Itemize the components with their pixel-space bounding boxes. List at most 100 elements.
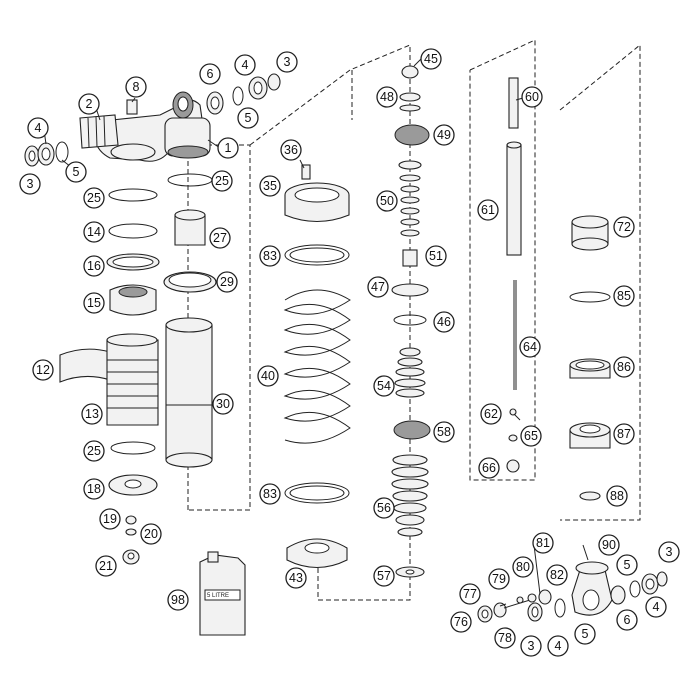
svg-text:5: 5 (624, 558, 631, 572)
callout-90: 90 (598, 534, 620, 556)
oil-can-label: 5 LITRE (207, 593, 229, 599)
svg-text:8: 8 (133, 80, 140, 94)
svg-text:5: 5 (582, 627, 589, 641)
callout-66: 66 (478, 457, 500, 479)
callout-3: 3 (658, 541, 680, 563)
svg-text:45: 45 (424, 52, 438, 66)
svg-text:15: 15 (87, 296, 101, 310)
svg-text:65: 65 (524, 429, 538, 443)
callout-13: 13 (81, 403, 103, 425)
svg-text:58: 58 (437, 425, 451, 439)
callout-27: 27 (209, 227, 231, 249)
svg-text:29: 29 (220, 275, 234, 289)
svg-text:5: 5 (245, 111, 252, 125)
callout-72: 72 (613, 216, 635, 238)
callout-60: 60 (521, 86, 543, 108)
svg-text:66: 66 (482, 461, 496, 475)
svg-text:35: 35 (263, 179, 277, 193)
valve-stack-column (391, 65, 431, 578)
svg-text:60: 60 (525, 90, 539, 104)
callout-50: 50 (376, 190, 398, 212)
callout-65: 65 (520, 425, 542, 447)
callout-16: 16 (83, 255, 105, 277)
svg-text:3: 3 (666, 545, 673, 559)
callout-2: 2 (78, 93, 100, 115)
callout-80: 80 (512, 556, 534, 578)
assembly-boundaries (187, 39, 641, 601)
callout-46: 46 (433, 311, 455, 333)
svg-text:3: 3 (27, 177, 34, 191)
callout-5: 5 (237, 107, 259, 129)
svg-text:25: 25 (87, 191, 101, 205)
left-seal-stack (24, 141, 69, 167)
callout-49: 49 (433, 124, 455, 146)
svg-text:27: 27 (213, 231, 227, 245)
callout-61: 61 (477, 199, 499, 221)
svg-text:4: 4 (242, 58, 249, 72)
callout-78: 78 (494, 627, 516, 649)
svg-text:82: 82 (550, 568, 564, 582)
svg-text:57: 57 (377, 569, 391, 583)
callout-40: 40 (257, 365, 279, 387)
svg-text:30: 30 (216, 397, 230, 411)
svg-text:25: 25 (87, 444, 101, 458)
callout-79: 79 (488, 568, 510, 590)
lower-eyelet-seals (527, 571, 668, 622)
spring-column (283, 164, 351, 568)
svg-text:36: 36 (284, 143, 298, 157)
callout-83: 83 (259, 483, 281, 505)
adjuster-parts (477, 589, 552, 623)
callout-25: 25 (83, 440, 105, 462)
callout-15: 15 (83, 292, 105, 314)
svg-text:1: 1 (225, 141, 232, 155)
svg-text:4: 4 (555, 639, 562, 653)
svg-text:79: 79 (492, 572, 506, 586)
callout-29: 29 (216, 271, 238, 293)
reservoir-parts-column (59, 188, 160, 565)
svg-text:77: 77 (463, 587, 477, 601)
callout-36: 36 (280, 139, 302, 161)
svg-text:54: 54 (377, 379, 391, 393)
callout-62: 62 (480, 403, 502, 425)
oil-can-5-litre: 5 LITRE (199, 551, 246, 636)
svg-text:3: 3 (528, 639, 535, 653)
svg-text:81: 81 (536, 536, 550, 550)
svg-text:56: 56 (377, 501, 391, 515)
callout-6: 6 (616, 609, 638, 631)
callout-88: 88 (606, 485, 628, 507)
callout-35: 35 (259, 175, 281, 197)
callout-83: 83 (259, 245, 281, 267)
callout-3: 3 (19, 173, 41, 195)
callout-43: 43 (285, 567, 307, 589)
callout-87: 87 (613, 423, 635, 445)
callout-76: 76 (450, 611, 472, 633)
callout-4: 4 (645, 596, 667, 618)
callout-45: 45 (420, 48, 442, 70)
svg-text:62: 62 (484, 407, 498, 421)
callout-12: 12 (32, 359, 54, 381)
callout-6: 6 (199, 63, 221, 85)
reservoir-head-assembly (79, 91, 211, 162)
svg-text:48: 48 (380, 90, 394, 104)
svg-text:3: 3 (284, 55, 291, 69)
svg-text:12: 12 (36, 363, 50, 377)
callout-1: 1 (217, 137, 239, 159)
callout-86: 86 (613, 356, 635, 378)
svg-text:50: 50 (380, 194, 394, 208)
callout-57: 57 (373, 565, 395, 587)
callout-19: 19 (99, 508, 121, 530)
callout-5: 5 (574, 623, 596, 645)
callout-48: 48 (376, 86, 398, 108)
piston-rod-column (506, 77, 522, 473)
svg-text:76: 76 (454, 615, 468, 629)
callout-85: 85 (613, 285, 635, 307)
callout-5: 5 (616, 554, 638, 576)
svg-text:61: 61 (481, 203, 495, 217)
svg-text:14: 14 (87, 225, 101, 239)
svg-text:13: 13 (85, 407, 99, 421)
damper-body-column (163, 173, 217, 468)
svg-text:46: 46 (437, 315, 451, 329)
callout-82: 82 (546, 564, 568, 586)
svg-text:78: 78 (498, 631, 512, 645)
